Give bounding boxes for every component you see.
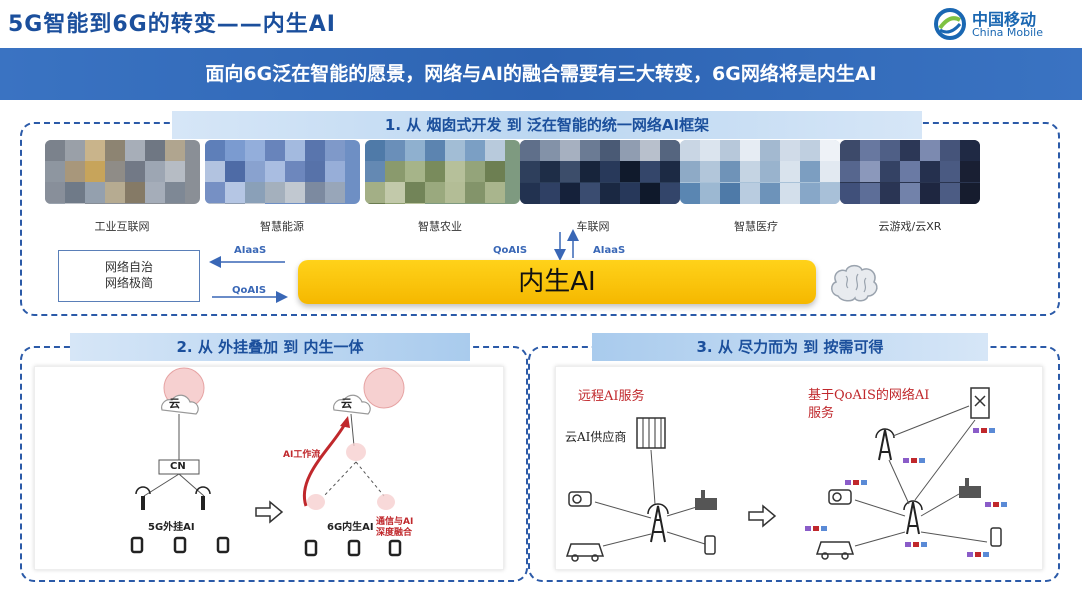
remote-ai-service-label: 远程AI服务 xyxy=(578,389,645,404)
label-5g-plugin-ai: 5G外挂AI xyxy=(148,522,195,533)
box-line-simplicity: 网络极简 xyxy=(104,276,153,290)
car-right-icon xyxy=(815,541,855,560)
phone-left-icon xyxy=(704,535,716,555)
tower-left-icon xyxy=(647,503,669,543)
ai-workflow-label: AI工作流 xyxy=(283,450,321,460)
vision-banner: 面向6G泛在智能的愿景，网络与AI的融合需要有三大转变，6G网络将是内生AI xyxy=(0,48,1082,100)
factory-right-icon xyxy=(959,478,981,498)
app-image-gaming xyxy=(840,140,980,204)
fusion-line1: 通信与AI xyxy=(376,517,414,527)
page-title: 5G智能到6G的转变——内生AI xyxy=(8,12,336,37)
app-image-vehicle xyxy=(520,140,680,204)
phone-right-icon xyxy=(990,527,1002,547)
network-autonomy-box: 网络自治 网络极简 xyxy=(58,250,200,302)
car-left-icon xyxy=(565,543,605,562)
section2-panel xyxy=(34,366,504,570)
app-label-gaming: 云游戏/云XR xyxy=(878,220,942,233)
section2-diagram xyxy=(130,367,405,557)
section2-title: 2. 从 外挂叠加 到 内生一体 xyxy=(70,333,470,361)
cloud-left-icon xyxy=(161,394,199,415)
phone-icons-right xyxy=(304,539,402,557)
section3-title: 3. 从 尽力而为 到 按需可得 xyxy=(592,333,988,361)
edge-server-icon xyxy=(970,387,990,419)
app-image-energy xyxy=(205,140,360,204)
app-label-energy: 智慧能源 xyxy=(260,220,304,233)
cloud-right-icon xyxy=(333,394,371,415)
tower-top-icon xyxy=(875,428,895,461)
section3-diagram xyxy=(565,387,1007,562)
section1-title: 1. 从 烟囱式开发 到 泛在智能的统一网络AI框架 xyxy=(172,111,922,139)
logo-text-cn: 中国移动 xyxy=(972,10,1037,29)
cloud-left-label: 云 xyxy=(169,397,180,410)
brain-icon xyxy=(831,264,878,302)
app-image-medical xyxy=(680,140,840,204)
antenna-left-icon xyxy=(135,486,151,510)
factory-left-icon xyxy=(695,490,717,510)
app-label-industrial: 工业互联网 xyxy=(94,220,150,233)
qoais-left-label: QoAIS xyxy=(232,285,267,296)
antenna-right-icon xyxy=(195,486,211,510)
transition-arrow-3-icon xyxy=(748,504,777,528)
label-6g-native-ai: 6G内生AI xyxy=(327,522,374,533)
fusion-line2: 深度融合 xyxy=(376,528,413,538)
app-image-industrial xyxy=(45,140,200,204)
brain-right-icon xyxy=(363,367,405,409)
qoais-line1: 基于QoAIS的网络AI xyxy=(808,388,930,403)
china-mobile-logo: 中国移动 China Mobile xyxy=(934,4,1064,44)
fusion-label: 通信与AI 深度融合 xyxy=(376,517,413,539)
box-line-autonomy: 网络自治 xyxy=(104,260,153,274)
camera-right-icon xyxy=(828,489,852,505)
qoais-network-ai-label: 基于QoAIS的网络AI 服务 xyxy=(808,387,929,423)
aiaas-left-label: AIaaS xyxy=(234,245,267,256)
aiaas-mid-label: AIaaS xyxy=(593,245,626,256)
native-ai-core: 内生AI xyxy=(298,260,816,304)
qoais-line2: 服务 xyxy=(808,406,835,421)
transition-arrow-icon xyxy=(255,500,284,524)
app-label-medical: 智慧医疗 xyxy=(734,220,778,233)
server-rack-icon xyxy=(636,417,666,449)
cloud-right-label: 云 xyxy=(341,397,352,410)
phone-icons-left xyxy=(130,536,230,554)
china-mobile-logo-icon xyxy=(934,8,966,40)
camera-left-icon xyxy=(568,491,592,507)
qoais-badge-icons xyxy=(805,428,1007,557)
app-label-agriculture: 智慧农业 xyxy=(418,220,462,233)
qoais-mid-label: QoAIS xyxy=(493,245,528,256)
app-image-agriculture xyxy=(365,140,520,204)
cn-label: CN xyxy=(170,461,186,472)
logo-text-en: China Mobile xyxy=(972,26,1044,39)
app-label-vehicle: 车联网 xyxy=(576,220,610,233)
tower-mid-icon xyxy=(903,500,923,535)
cloud-ai-provider-label: 云AI供应商 xyxy=(565,430,627,444)
section3-panel xyxy=(555,366,1043,570)
